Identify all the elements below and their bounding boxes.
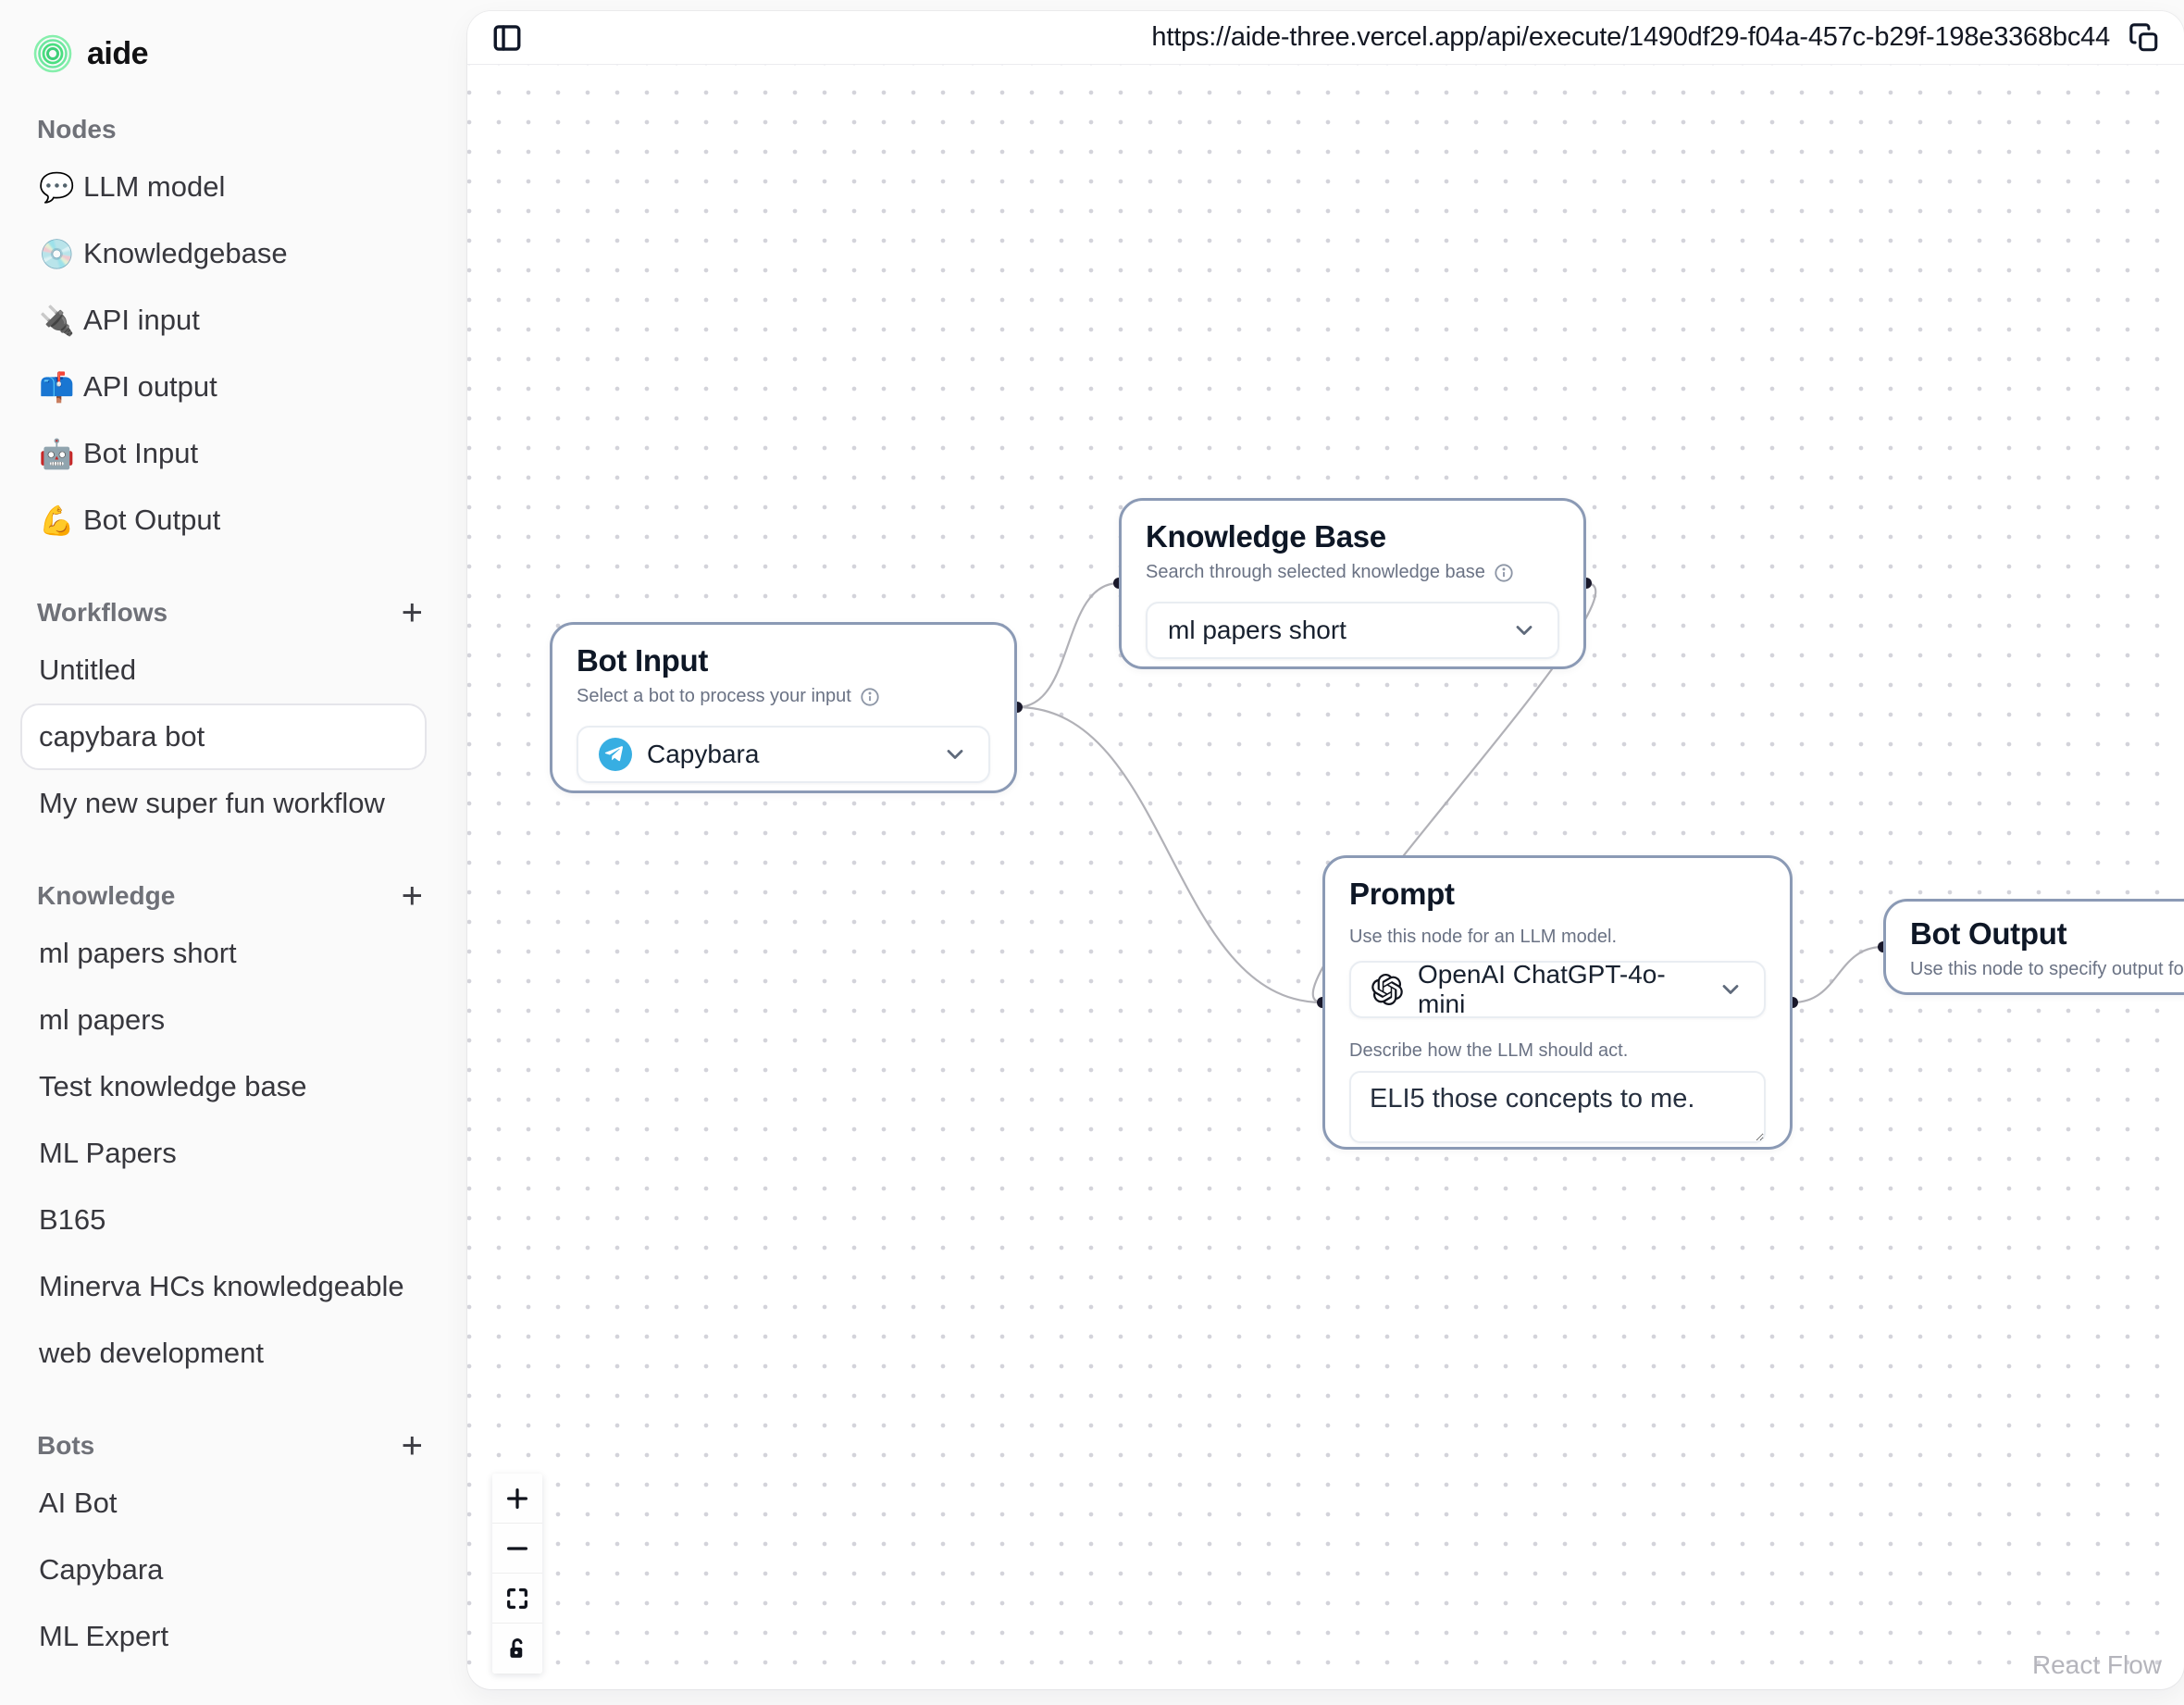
edge-prompt-botoutput: [1792, 945, 1884, 1004]
sidebar-item-knowledgebase[interactable]: 💿 Knowledgebase: [39, 237, 288, 270]
knowledge-item-ml-papers[interactable]: ml papers: [39, 1003, 166, 1036]
sidebar-item-api-output[interactable]: 📫 API output: [39, 370, 217, 404]
nodes-list: 💬 LLM model 💿 Knowledgebase 🔌 API input …: [20, 154, 427, 554]
chevron-down-icon: [1516, 626, 1533, 635]
knowledge-item-test-knowledge-base[interactable]: Test knowledge base: [39, 1070, 307, 1102]
node-prompt[interactable]: Prompt Use this node for an LLM model. O…: [1322, 855, 1793, 1150]
sidebar-item-llm-model[interactable]: 💬 LLM model: [39, 170, 226, 204]
openai-icon: [1371, 974, 1403, 1005]
panel-left-icon[interactable]: [491, 22, 523, 54]
speech-balloon-icon: 💬: [39, 170, 75, 204]
node-bot-input[interactable]: Bot Input Select a bot to process your i…: [550, 622, 1017, 793]
prompt-field-label: Describe how the LLM should act.: [1349, 1040, 1629, 1061]
add-workflow-button[interactable]: +: [401, 592, 423, 633]
telegram-icon: [599, 738, 632, 771]
cd-icon: 💿: [39, 237, 75, 270]
edges-layer: [1011, 578, 1889, 1008]
biceps-icon: 💪: [39, 504, 75, 537]
workflow-item-my-new-super-fun-workflow[interactable]: My new super fun workflow: [39, 787, 385, 819]
fit-view-button[interactable]: [492, 1574, 542, 1624]
sidebar: aide Nodes 💬 LLM model 💿 Knowledgebase 🔌…: [0, 0, 467, 1705]
add-knowledge-button[interactable]: +: [401, 876, 423, 916]
plug-icon: 🔌: [39, 304, 75, 337]
knowledge-section-title: Knowledge: [37, 881, 176, 910]
knowledge-item-ml-papers-cap[interactable]: ML Papers: [39, 1137, 177, 1169]
app-logo: aide: [20, 31, 427, 76]
react-flow-attribution[interactable]: React Flow: [2031, 1650, 2162, 1679]
llm-model-select[interactable]: OpenAI ChatGPT-4o-mini: [1349, 960, 1766, 1018]
sidebar-item-bot-input[interactable]: 🤖 Bot Input: [39, 437, 199, 470]
sidebar-item-bot-output[interactable]: 💪 Bot Output: [39, 504, 221, 537]
bots-list: AI Bot Capybara ML Expert: [20, 1470, 427, 1670]
node-knowledge-base[interactable]: Knowledge Base Search through selected k…: [1119, 498, 1586, 669]
copy-icon[interactable]: [2128, 22, 2160, 54]
canvas-panel: https://aide-three.vercel.app/api/execut…: [467, 11, 2184, 1689]
add-bot-button[interactable]: +: [401, 1425, 423, 1466]
bot-item-ai-bot[interactable]: AI Bot: [39, 1487, 118, 1519]
prompt-textarea[interactable]: ELI5 those concepts to me.: [1349, 1071, 1766, 1143]
knowledge-item-ml-papers-short[interactable]: ml papers short: [39, 937, 237, 969]
robot-icon: 🤖: [39, 437, 75, 470]
workflows-section-title: Workflows: [37, 598, 168, 627]
workflows-list: Untitled capybara bot My new super fun w…: [20, 637, 427, 837]
flow-canvas[interactable]: Bot Input Select a bot to process your i…: [467, 11, 2184, 1689]
bots-section-title: Bots: [37, 1431, 95, 1460]
info-icon: [1495, 563, 1513, 582]
mailbox-icon: 📫: [39, 370, 75, 404]
knowledge-base-select[interactable]: ml papers short: [1146, 602, 1559, 659]
edge-botinput-knowledgebase: [1016, 581, 1120, 709]
workflow-item-untitled[interactable]: Untitled: [39, 653, 137, 686]
bot-item-capybara[interactable]: Capybara: [39, 1553, 164, 1586]
canvas-header: https://aide-three.vercel.app/api/execut…: [467, 11, 2184, 65]
nodes-section-title: Nodes: [37, 115, 117, 143]
edge-botinput-prompt: [1016, 705, 1323, 1004]
edge-knowledgebase-prompt: [1311, 581, 1597, 1004]
sidebar-item-api-input[interactable]: 🔌 API input: [39, 304, 200, 337]
zoom-out-button[interactable]: [492, 1524, 542, 1574]
knowledge-item-b165[interactable]: B165: [39, 1203, 106, 1236]
zoom-in-button[interactable]: [492, 1474, 542, 1524]
unlock-button[interactable]: [492, 1624, 542, 1674]
knowledge-list: ml papers short ml papers Test knowledge…: [20, 920, 427, 1387]
workflow-item-capybara-bot[interactable]: capybara bot: [20, 703, 427, 770]
knowledge-item-web-development[interactable]: web development: [39, 1337, 264, 1369]
knowledge-item-minerva-hcs[interactable]: Minerva HCs knowledgeable: [39, 1270, 404, 1302]
node-bot-output[interactable]: Bot Output Use this node to specify outp…: [1883, 899, 2184, 995]
info-icon: [861, 687, 879, 706]
chevron-down-icon: [1722, 985, 1739, 994]
app-name: aide: [87, 35, 149, 71]
aide-logo-icon: [33, 34, 72, 73]
execute-url: https://aide-three.vercel.app/api/execut…: [1151, 22, 2110, 52]
bot-select[interactable]: Capybara: [577, 726, 990, 783]
bot-item-ml-expert[interactable]: ML Expert: [39, 1620, 169, 1652]
flow-controls: [492, 1474, 542, 1674]
chevron-down-icon: [947, 750, 963, 759]
